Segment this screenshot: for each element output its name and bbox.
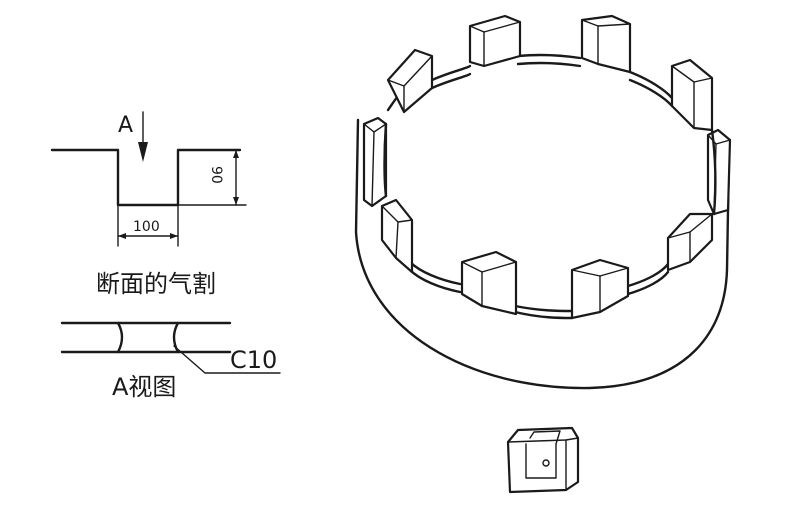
a-view: C10 A视图	[60, 321, 281, 401]
ring-teeth	[362, 14, 732, 320]
view-arrow-label: A	[118, 113, 133, 138]
width-dimension: 100	[117, 204, 179, 247]
depth-dimension-value: 90	[208, 166, 224, 184]
notched-ring	[354, 14, 732, 390]
chamfer-leader	[173, 345, 281, 374]
view-arrow-a: A	[118, 111, 148, 162]
depth-dimension: 90	[177, 149, 247, 206]
notch-profile	[50, 148, 242, 207]
chamfer-label: C10	[230, 346, 277, 374]
section-caption: 断面的气割	[96, 270, 216, 298]
notch-section	[50, 148, 242, 207]
notch-detail-block	[506, 426, 580, 494]
hole-icon	[542, 459, 550, 467]
ring-outer-wall	[354, 118, 731, 390]
a-view-caption: A视图	[112, 373, 176, 401]
width-dimension-value: 100	[133, 219, 160, 235]
